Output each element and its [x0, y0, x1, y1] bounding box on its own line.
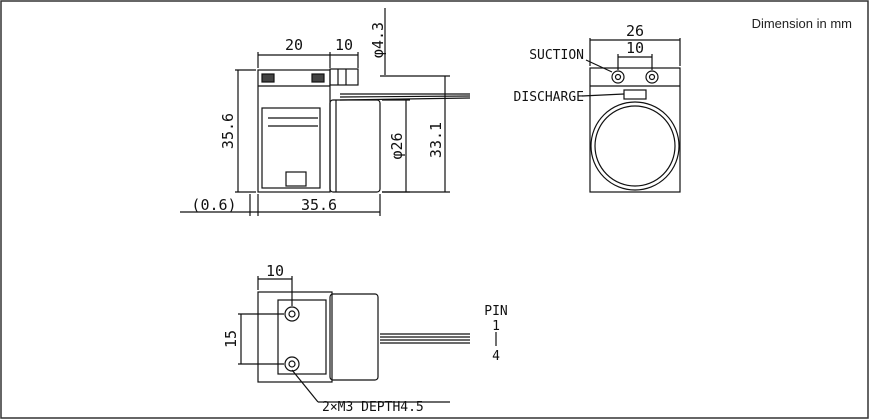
suction-port-bore: [614, 73, 622, 81]
pump-window: [261, 107, 321, 189]
pump-head: [257, 69, 331, 193]
window-tab: [285, 171, 307, 187]
pin-last: 4: [492, 349, 500, 364]
dim-port-pitch: 10: [626, 39, 644, 57]
dim-width-20: 20: [285, 36, 303, 54]
discharge-label: DISCHARGE: [514, 90, 584, 105]
end-view: [581, 38, 681, 193]
top-head: [257, 291, 333, 383]
dim-height-33-1: 33.1: [427, 122, 445, 158]
discharge-port-bore: [648, 73, 656, 81]
dim-motor-dia: φ26: [388, 132, 406, 159]
suction-port: [611, 70, 625, 84]
side-view: [180, 8, 471, 216]
dim-hole-pitch: 15: [222, 330, 240, 348]
discharge-port: [645, 70, 659, 84]
tube-nozzle: [329, 68, 359, 86]
end-body: [589, 67, 681, 193]
motor-face-inner: [594, 105, 676, 187]
mount-hole: [284, 306, 300, 322]
mount-hole: [284, 356, 300, 372]
discharge-leader: [581, 93, 625, 97]
mount-hole-bore: [288, 310, 296, 318]
pin-label: PIN: [484, 304, 507, 319]
dim-tube-dia: φ4.3: [369, 22, 387, 58]
wire: [339, 97, 471, 101]
top-view: [238, 276, 497, 403]
dim-bottom-width: 35.6: [301, 196, 337, 214]
dim-offset: (0.6): [191, 196, 236, 214]
screw-head: [261, 73, 275, 83]
pin-first: 1: [492, 319, 500, 334]
dim-width-26: 26: [626, 22, 644, 40]
hole-note: 2×M3 DEPTH4.5: [322, 400, 424, 415]
dim-top-width: 10: [266, 262, 284, 280]
suction-label: SUCTION: [529, 48, 584, 63]
hole-leader: [291, 369, 319, 403]
dim-width-10: 10: [335, 36, 353, 54]
screw-head: [311, 73, 325, 83]
top-plate: [277, 299, 327, 375]
suction-leader: [585, 59, 613, 73]
motor-face: [590, 101, 680, 191]
units-note: Dimension in mm: [752, 16, 852, 31]
connector: [623, 89, 647, 100]
top-motor: [329, 293, 379, 381]
dim-height-35-6: 35.6: [219, 113, 237, 149]
motor-body: [329, 99, 381, 193]
wire: [339, 95, 471, 98]
mount-hole-bore: [288, 360, 296, 368]
